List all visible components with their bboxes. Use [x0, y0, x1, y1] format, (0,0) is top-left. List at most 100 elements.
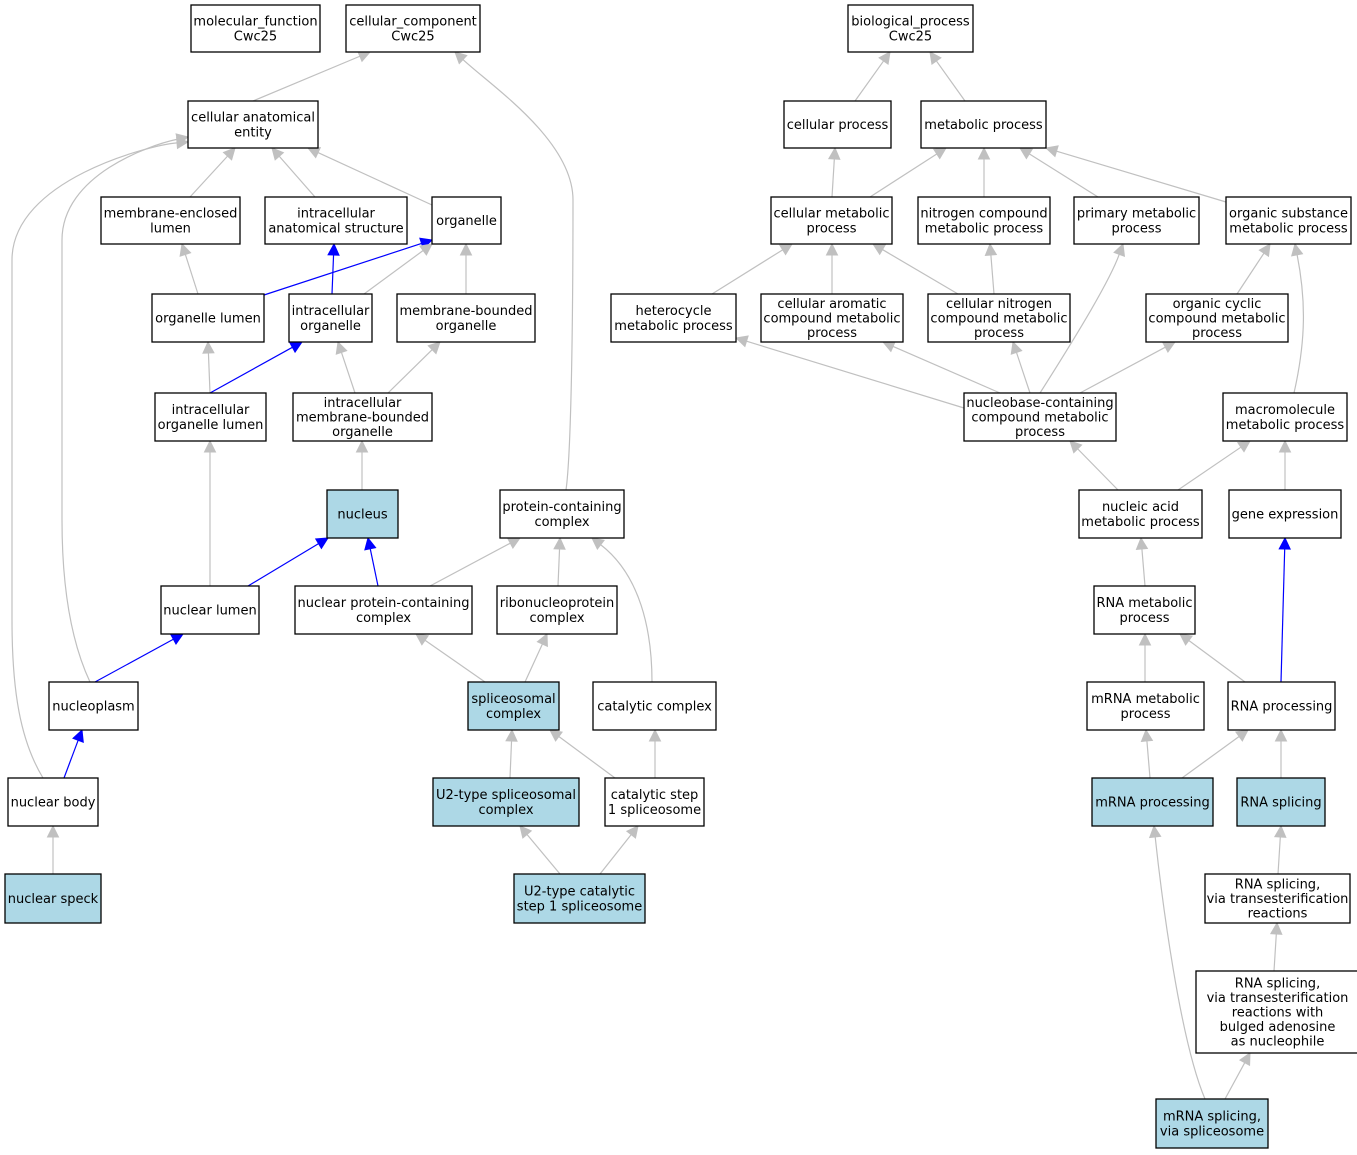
- node-label-line: complex: [478, 803, 533, 818]
- node-label-line: bulged adenosine: [1220, 1020, 1336, 1035]
- go-term-node-nuc[interactable]: nucleus: [326, 489, 399, 539]
- edge-arrowhead: [427, 341, 441, 355]
- go-term-node-rnas[interactable]: RNA splicing: [1236, 777, 1326, 827]
- edge-arrowhead: [72, 728, 84, 743]
- edge-cp-to-bp: [854, 51, 891, 102]
- node-label-line: protein-containing: [502, 500, 621, 515]
- node-label-line: organic substance: [1229, 207, 1348, 222]
- edge-io-to-org: [363, 243, 433, 295]
- node-box: [1195, 970, 1357, 1054]
- node-box: [1236, 777, 1326, 827]
- edge-arrowhead: [519, 825, 533, 839]
- node-label-line: mRNA processing: [1095, 796, 1210, 811]
- edge-line: [526, 834, 561, 875]
- go-term-node-ns[interactable]: nuclear speck: [4, 873, 102, 924]
- edge-rnpc-to-pcc: [553, 536, 566, 587]
- node-box: [190, 4, 321, 53]
- go-term-node-mrnas[interactable]: mRNA splicing,via spliceosome: [1155, 1098, 1269, 1149]
- edge-line: [1280, 548, 1286, 683]
- go-term-node-mrnap[interactable]: mRNA processing: [1091, 777, 1214, 827]
- edge-arrowhead: [355, 439, 369, 453]
- go-term-node-catc[interactable]: catalytic complex: [592, 681, 717, 731]
- go-term-node-org[interactable]: organelle: [431, 196, 502, 245]
- node-label-line: RNA splicing,: [1235, 877, 1320, 892]
- edge-arrowhead: [1274, 728, 1288, 742]
- edge-arrowhead: [288, 341, 303, 354]
- edge-line: [1015, 352, 1031, 394]
- go-term-node-ol[interactable]: organelle lumen: [151, 293, 265, 343]
- edge-arrowhead: [977, 146, 991, 160]
- edge-cmp-to-cp: [828, 146, 841, 198]
- edge-line: [462, 59, 574, 491]
- node-label-line: cellular_component: [349, 15, 477, 30]
- edge-arrowhead: [1138, 632, 1152, 646]
- edge-arrowhead: [872, 243, 887, 256]
- node-box: [1228, 489, 1342, 539]
- node-box: [326, 489, 399, 539]
- go-term-node-ge[interactable]: gene expression: [1228, 489, 1342, 539]
- edge-line: [1177, 446, 1242, 491]
- edge-arrowhead: [314, 537, 329, 550]
- node-label-line: process: [1192, 326, 1242, 341]
- node-label-line: via spliceosome: [1160, 1124, 1264, 1139]
- edge-mrnamp-to-rnamp: [1138, 632, 1152, 682]
- node-label-line: cellular aromatic: [777, 297, 886, 312]
- edge-cs1s-to-sc: [549, 729, 616, 779]
- edge-arrowhead: [625, 825, 639, 839]
- edge-arrowhead: [1148, 824, 1162, 839]
- node-label-line: catalytic complex: [597, 700, 712, 715]
- edge-line: [935, 60, 966, 102]
- go-term-node-nl[interactable]: nuclear lumen: [160, 585, 260, 635]
- node-label-line: primary metabolic: [1077, 207, 1196, 222]
- go-term-node-nb[interactable]: nuclear body: [7, 777, 99, 827]
- node-label-line: cellular nitrogen: [946, 297, 1052, 312]
- edge-arrowhead: [648, 728, 662, 742]
- go-term-node-rnastb[interactable]: RNA splicing,via transesterificationreac…: [1195, 970, 1357, 1054]
- edge-line: [831, 158, 835, 198]
- edge-cacmp-to-cmp: [825, 242, 839, 294]
- go-term-node-rnast[interactable]: RNA splicing,via transesterificationreac…: [1204, 873, 1351, 924]
- go-term-node-rnap[interactable]: RNA processing: [1227, 681, 1336, 731]
- node-box: [963, 392, 1117, 442]
- go-term-node-mp[interactable]: metabolic process: [920, 100, 1047, 149]
- edge-arrowhead: [364, 536, 377, 551]
- node-box: [610, 293, 737, 343]
- go-term-node-cp[interactable]: cellular process: [783, 100, 892, 149]
- edge-line: [599, 834, 632, 875]
- go-term-node-np[interactable]: nucleoplasm: [48, 681, 139, 731]
- edge-ncmp-to-mp: [977, 146, 991, 197]
- edge-line: [11, 142, 178, 779]
- edge-rnas-to-rnap: [1274, 728, 1288, 778]
